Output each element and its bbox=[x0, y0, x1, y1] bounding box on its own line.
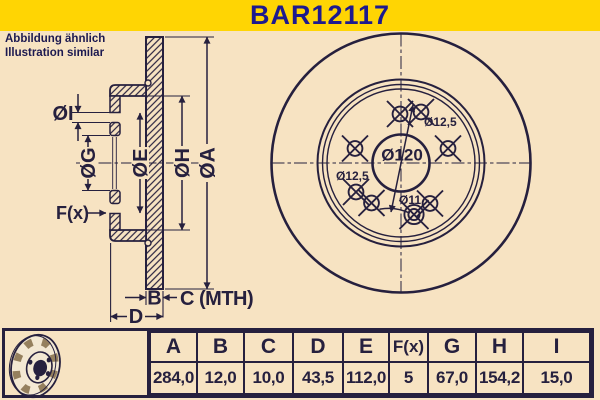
note-line-de: Abbildung ähnlich bbox=[5, 33, 106, 45]
spec-table: A B C D E F(x) G H I 284,0 12,0 10,0 43,… bbox=[149, 331, 591, 395]
hole-label-left: Ø12,5 bbox=[336, 169, 369, 183]
centre-bore bbox=[371, 133, 431, 193]
spec-header-fx: F(x) bbox=[388, 331, 429, 363]
part-number-title: BAR12117 bbox=[249, 0, 391, 30]
dim-label-dia-h: ØH bbox=[172, 148, 194, 178]
spec-value-g: 67,0 bbox=[427, 361, 477, 395]
dim-label-f: F(x) bbox=[56, 203, 89, 223]
spec-header-d: D bbox=[292, 331, 344, 363]
spec-header-h: H bbox=[475, 331, 524, 363]
note-line-en: Illustration similar bbox=[5, 46, 105, 59]
disc-outer-edge bbox=[270, 32, 532, 294]
spec-header-row: A B C D E F(x) G H I bbox=[149, 331, 591, 363]
illustration-note: Abbildung ähnlich Illustration similar bbox=[5, 33, 105, 60]
spec-header-c: C bbox=[243, 331, 294, 363]
spec-value-a: 284,0 bbox=[149, 361, 198, 395]
spec-value-h: 154,2 bbox=[475, 361, 524, 395]
dim-label-dia-g: ØG bbox=[78, 147, 100, 178]
spec-header-a: A bbox=[149, 331, 198, 363]
spec-header-b: B bbox=[196, 331, 245, 363]
spec-value-b: 12,0 bbox=[196, 361, 245, 395]
spec-value-d: 43,5 bbox=[292, 361, 344, 395]
logo-cell bbox=[5, 331, 149, 395]
spec-header-i: I bbox=[522, 331, 591, 363]
dim-label-c-mth: C (MTH) bbox=[180, 288, 253, 310]
dim-label-dia-e: ØE bbox=[130, 149, 152, 178]
hat-bottom-flange bbox=[109, 229, 147, 242]
spec-value-row: 284,0 12,0 10,0 43,5 112,0 5 67,0 154,2 … bbox=[149, 361, 591, 395]
bolt-circle-label: Ø120 bbox=[381, 146, 423, 165]
dim-label-d: D bbox=[129, 306, 143, 328]
front-view: Ø12,5 Ø12,5 Ø120 Ø11 bbox=[270, 32, 532, 294]
locating-hole-label: Ø11 bbox=[399, 193, 421, 207]
spec-panel: A B C D E F(x) G H I 284,0 12,0 10,0 43,… bbox=[2, 328, 594, 398]
dim-label-dia-a: ØA bbox=[197, 147, 220, 179]
yellow-banner bbox=[0, 0, 600, 31]
hat-top-flange bbox=[109, 84, 147, 97]
spec-value-fx: 5 bbox=[388, 361, 429, 395]
dim-label-b: B bbox=[147, 288, 161, 310]
spec-value-c: 10,0 bbox=[243, 361, 294, 395]
friction-ring-section bbox=[145, 36, 164, 290]
bolt-holes bbox=[341, 98, 462, 230]
spec-header-e: E bbox=[342, 331, 390, 363]
spec-value-i: 15,0 bbox=[522, 361, 591, 395]
cross-section-view: ØI ØG ØE ØH ØA F(x) bbox=[52, 36, 254, 328]
dim-label-dia-i: ØI bbox=[52, 103, 73, 125]
locating-hole bbox=[398, 199, 430, 230]
hole-label-top: Ø12,5 bbox=[424, 115, 457, 129]
spec-value-e: 112,0 bbox=[342, 361, 390, 395]
spec-header-g: G bbox=[427, 331, 477, 363]
